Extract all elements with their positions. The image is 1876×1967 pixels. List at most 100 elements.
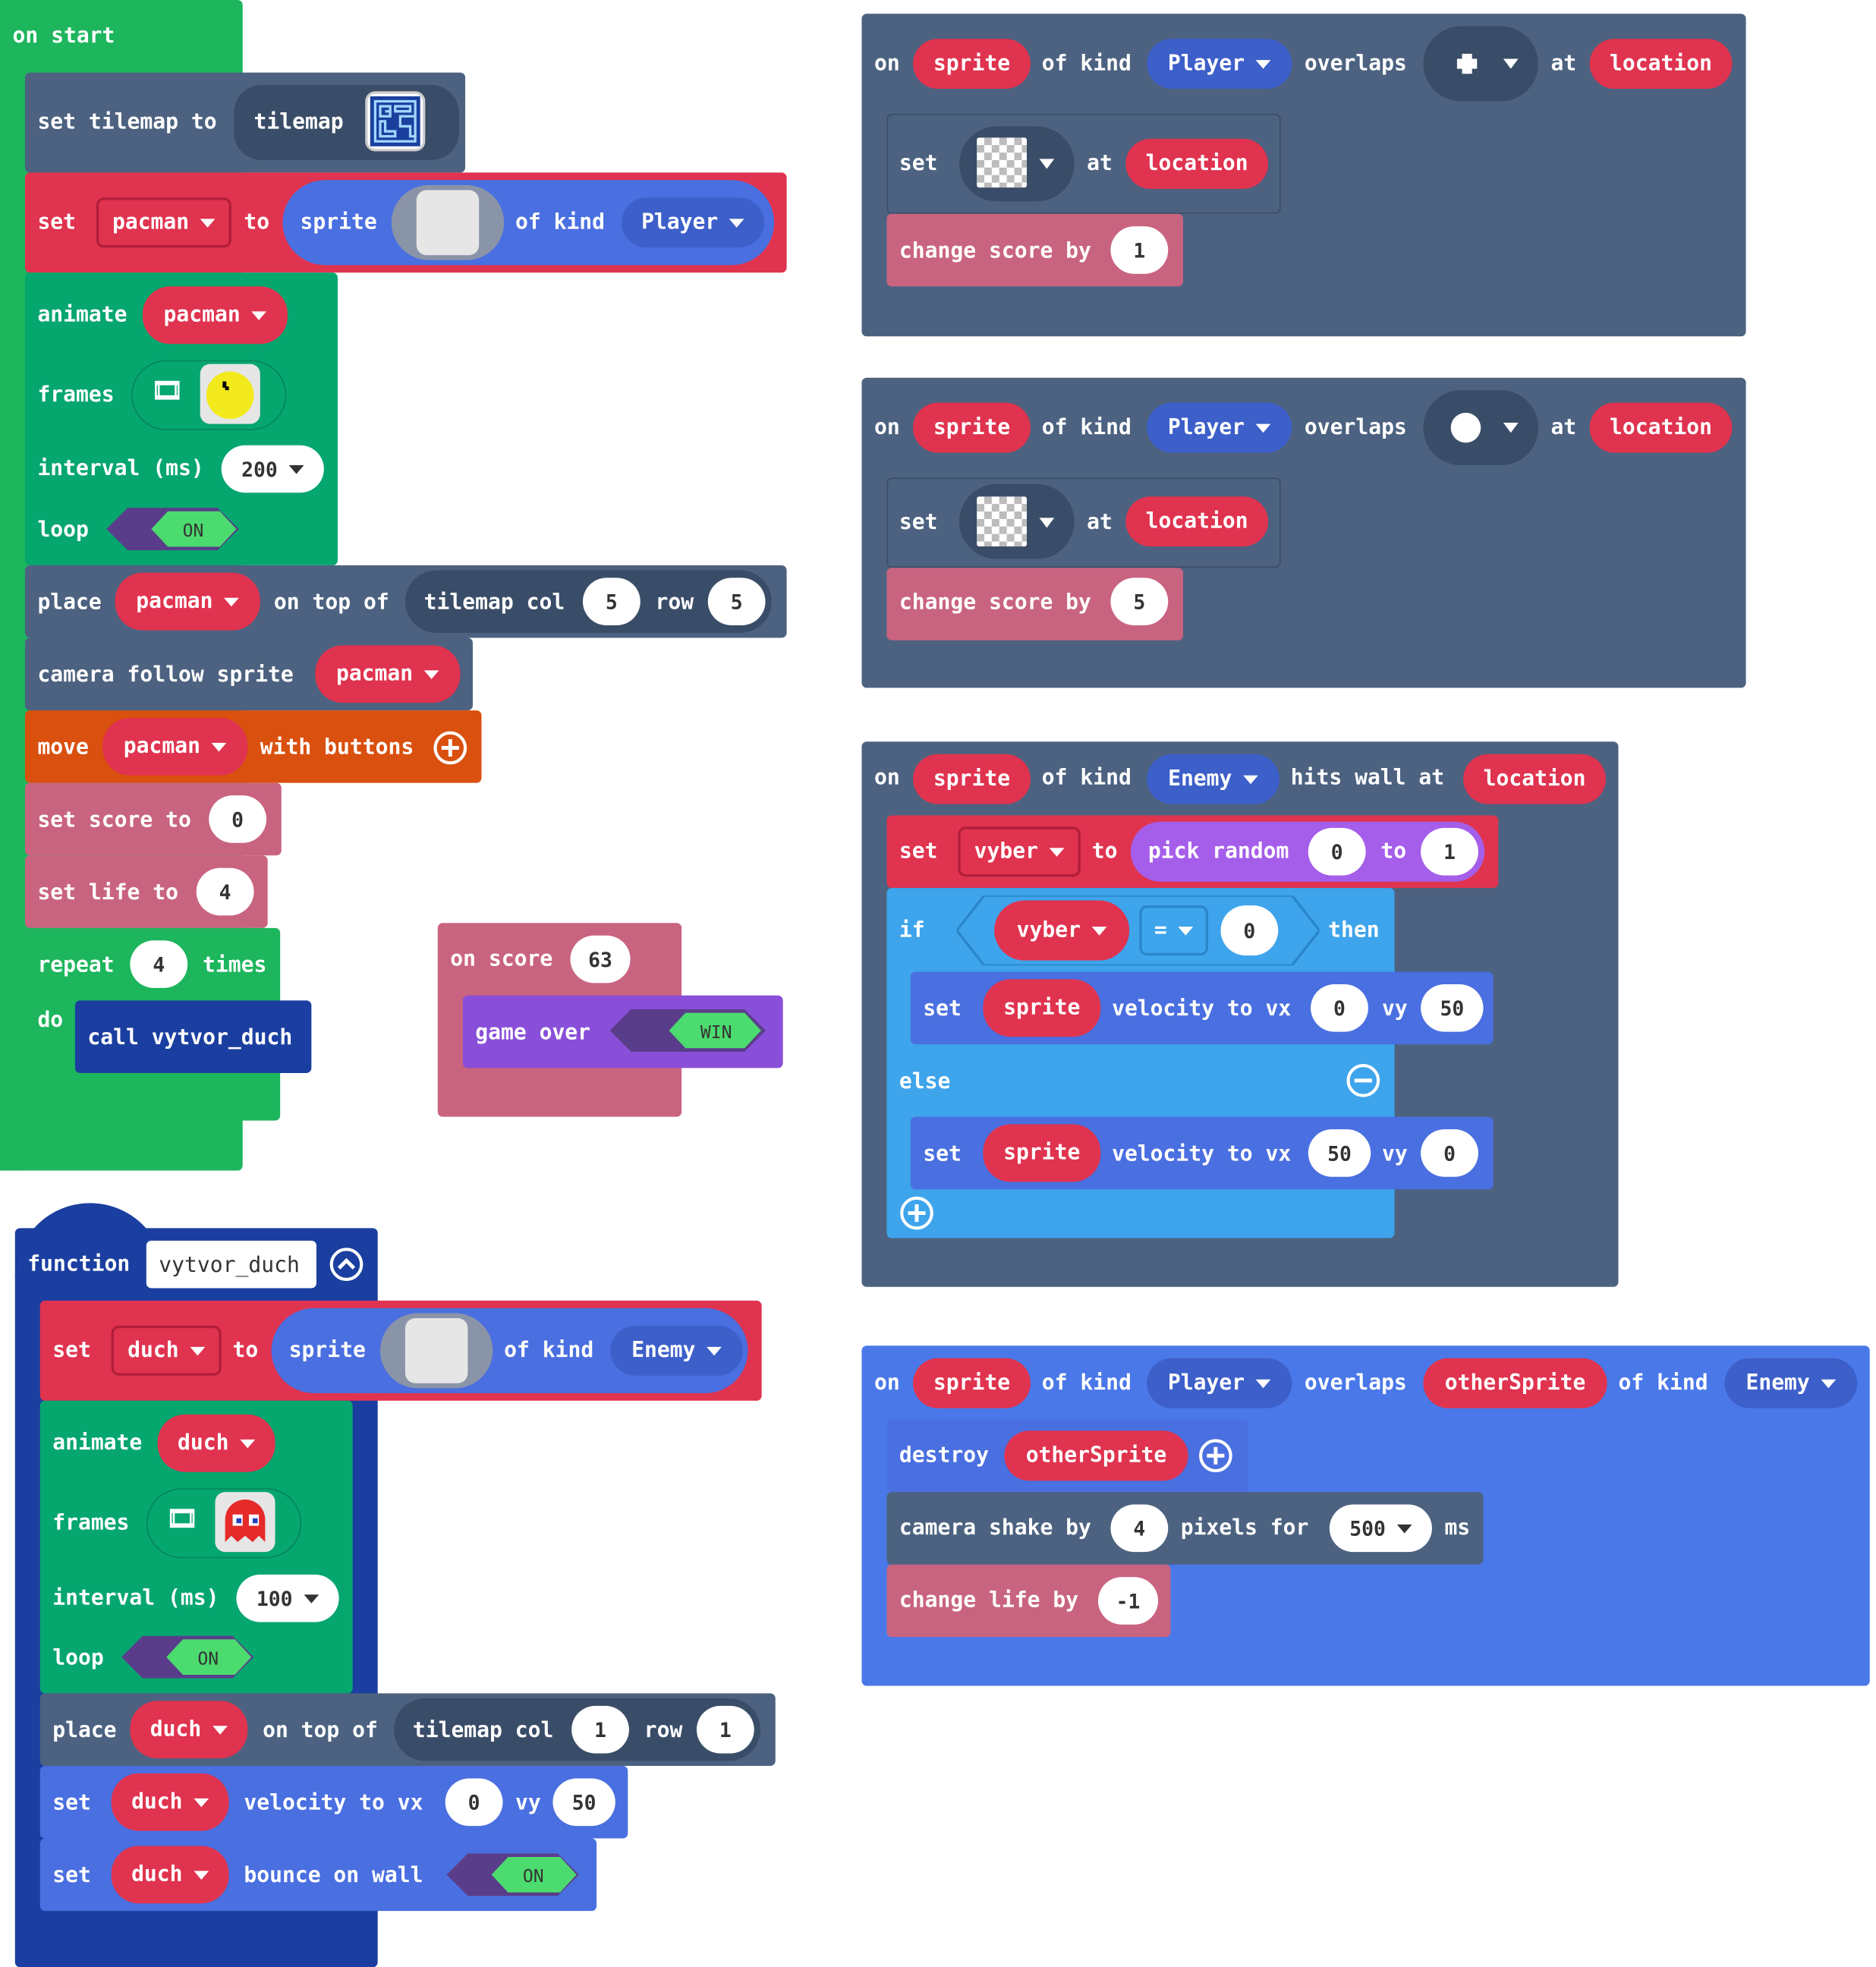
to-label: to: [232, 1338, 259, 1364]
animate-duch-dropdown[interactable]: duch: [157, 1414, 275, 1472]
vy-input[interactable]: 50: [552, 1778, 615, 1827]
col-input[interactable]: 1: [571, 1705, 629, 1754]
chevron-down-icon: [1039, 159, 1055, 169]
sprite-parameter[interactable]: sprite: [913, 402, 1031, 453]
vy-input[interactable]: 0: [1421, 1129, 1478, 1177]
kind-player-dropdown[interactable]: Player: [1147, 1358, 1292, 1408]
kind-player-dropdown[interactable]: Player: [1147, 39, 1292, 90]
place-pacman-dropdown[interactable]: pacman: [115, 572, 260, 631]
location-variable[interactable]: location: [1125, 138, 1269, 189]
loop-on-label: ON: [197, 1649, 219, 1670]
blank-sprite-icon[interactable]: [416, 190, 480, 256]
row-input[interactable]: 5: [707, 578, 766, 625]
transparent-tile-icon: [977, 137, 1028, 188]
compare-value-input[interactable]: 0: [1220, 905, 1279, 956]
overlaps-label: overlaps: [1304, 415, 1407, 441]
function-name-input[interactable]: [146, 1240, 316, 1289]
destroy-other-sprite[interactable]: otherSprite: [1004, 1430, 1188, 1481]
change-score-label: change score by: [899, 238, 1091, 264]
on-label: on: [873, 1371, 900, 1396]
other-sprite-parameter[interactable]: otherSprite: [1423, 1358, 1607, 1408]
film-icon: 🎞: [151, 375, 184, 405]
tilemap-thumbnail-icon[interactable]: [365, 91, 426, 152]
bounce-on-toggle[interactable]: [442, 1853, 583, 1896]
change-score-input[interactable]: 1: [1110, 226, 1169, 274]
chevron-down-icon: [1039, 518, 1055, 528]
expand-plus-icon[interactable]: [1198, 1438, 1233, 1473]
velocity-duch-dropdown[interactable]: duch: [111, 1773, 229, 1831]
ms-label: ms: [1444, 1515, 1471, 1541]
frames-label: frames: [37, 382, 115, 408]
expand-plus-icon[interactable]: [433, 730, 467, 765]
pacman-variable-dropdown[interactable]: pacman: [96, 197, 231, 248]
kind-player-dropdown[interactable]: Player: [1147, 402, 1292, 453]
on-label: on: [873, 51, 900, 77]
place-label: place: [52, 1718, 117, 1744]
sprite-parameter[interactable]: sprite: [913, 754, 1031, 804]
sprite-parameter[interactable]: sprite: [913, 1358, 1031, 1408]
duch-variable-dropdown[interactable]: duch: [111, 1325, 222, 1376]
row-input[interactable]: 1: [696, 1705, 754, 1754]
animate-pacman-dropdown[interactable]: pacman: [142, 286, 288, 345]
kind-enemy-dropdown[interactable]: Enemy: [1724, 1358, 1858, 1408]
equals-operator-dropdown[interactable]: =: [1139, 905, 1208, 956]
on-score-input[interactable]: 63: [570, 935, 631, 984]
call-vytvor-duch-block[interactable]: [74, 1000, 312, 1073]
repeat-count-input[interactable]: 4: [130, 940, 188, 988]
of-kind-label: of kind: [504, 1338, 594, 1364]
collapse-chevron-up-icon[interactable]: [329, 1247, 364, 1282]
random-to-input[interactable]: 1: [1421, 827, 1478, 876]
ghost-frame-icon[interactable]: [215, 1492, 275, 1553]
interval-dropdown[interactable]: 200: [221, 445, 324, 493]
interval-label: interval (ms): [52, 1585, 219, 1611]
loop-label: loop: [37, 518, 89, 543]
col-input[interactable]: 5: [582, 578, 641, 625]
vyber-variable-dropdown[interactable]: vyber: [958, 826, 1081, 877]
vy-input[interactable]: 50: [1421, 984, 1484, 1032]
place-label: place: [37, 590, 102, 615]
location-parameter[interactable]: location: [1463, 754, 1607, 804]
sprite-variable[interactable]: sprite: [983, 1124, 1101, 1182]
tilemap-label: tilemap: [253, 110, 344, 135]
move-with-buttons-block[interactable]: [24, 710, 482, 783]
blank-sprite-icon[interactable]: [404, 1317, 468, 1383]
location-parameter[interactable]: location: [1589, 39, 1733, 90]
change-life-input[interactable]: -1: [1097, 1577, 1159, 1625]
bounce-duch-dropdown[interactable]: duch: [111, 1846, 229, 1904]
small-dot-tile-icon: [1456, 53, 1478, 74]
of-kind-label: of kind: [515, 209, 606, 235]
on-score-label: on score: [450, 946, 553, 972]
sprite-variable[interactable]: sprite: [983, 979, 1101, 1037]
win-toggle[interactable]: [606, 1009, 771, 1052]
change-score-input[interactable]: 5: [1110, 578, 1169, 625]
loop-on-toggle[interactable]: [102, 508, 243, 551]
vx-input[interactable]: 0: [445, 1778, 503, 1827]
location-parameter[interactable]: location: [1589, 402, 1733, 453]
vyber-variable-reporter[interactable]: vyber: [994, 900, 1130, 961]
kind-enemy-dropdown[interactable]: Enemy: [1147, 754, 1280, 804]
of-kind-label: of kind: [1041, 415, 1132, 441]
place-duch-dropdown[interactable]: duch: [130, 1701, 248, 1759]
add-else-plus-icon[interactable]: [899, 1195, 934, 1230]
interval-dropdown[interactable]: 100: [236, 1574, 339, 1622]
set-label: set: [899, 839, 938, 864]
move-label: move: [37, 735, 89, 760]
remove-else-minus-icon[interactable]: [1346, 1063, 1380, 1098]
vx-input[interactable]: 50: [1308, 1129, 1371, 1177]
pacman-frame-icon[interactable]: [200, 364, 260, 424]
random-from-input[interactable]: 0: [1308, 827, 1366, 876]
move-pacman-dropdown[interactable]: pacman: [102, 717, 248, 776]
sprite-parameter[interactable]: sprite: [913, 39, 1031, 90]
big-dot-tile-icon: [1450, 412, 1481, 443]
vx-input[interactable]: 0: [1311, 984, 1368, 1032]
camera-pacman-dropdown[interactable]: pacman: [315, 645, 461, 703]
life-input[interactable]: 4: [196, 867, 254, 916]
score-input[interactable]: 0: [209, 795, 267, 843]
tile-dropdown[interactable]: [1423, 26, 1539, 102]
loop-on-toggle[interactable]: [118, 1635, 258, 1679]
kind-enemy-dropdown[interactable]: Enemy: [610, 1325, 743, 1376]
location-variable[interactable]: location: [1125, 496, 1269, 547]
shake-amount-input[interactable]: 4: [1110, 1504, 1169, 1553]
kind-player-dropdown[interactable]: Player: [622, 197, 764, 248]
shake-duration-dropdown[interactable]: 500: [1329, 1504, 1432, 1553]
